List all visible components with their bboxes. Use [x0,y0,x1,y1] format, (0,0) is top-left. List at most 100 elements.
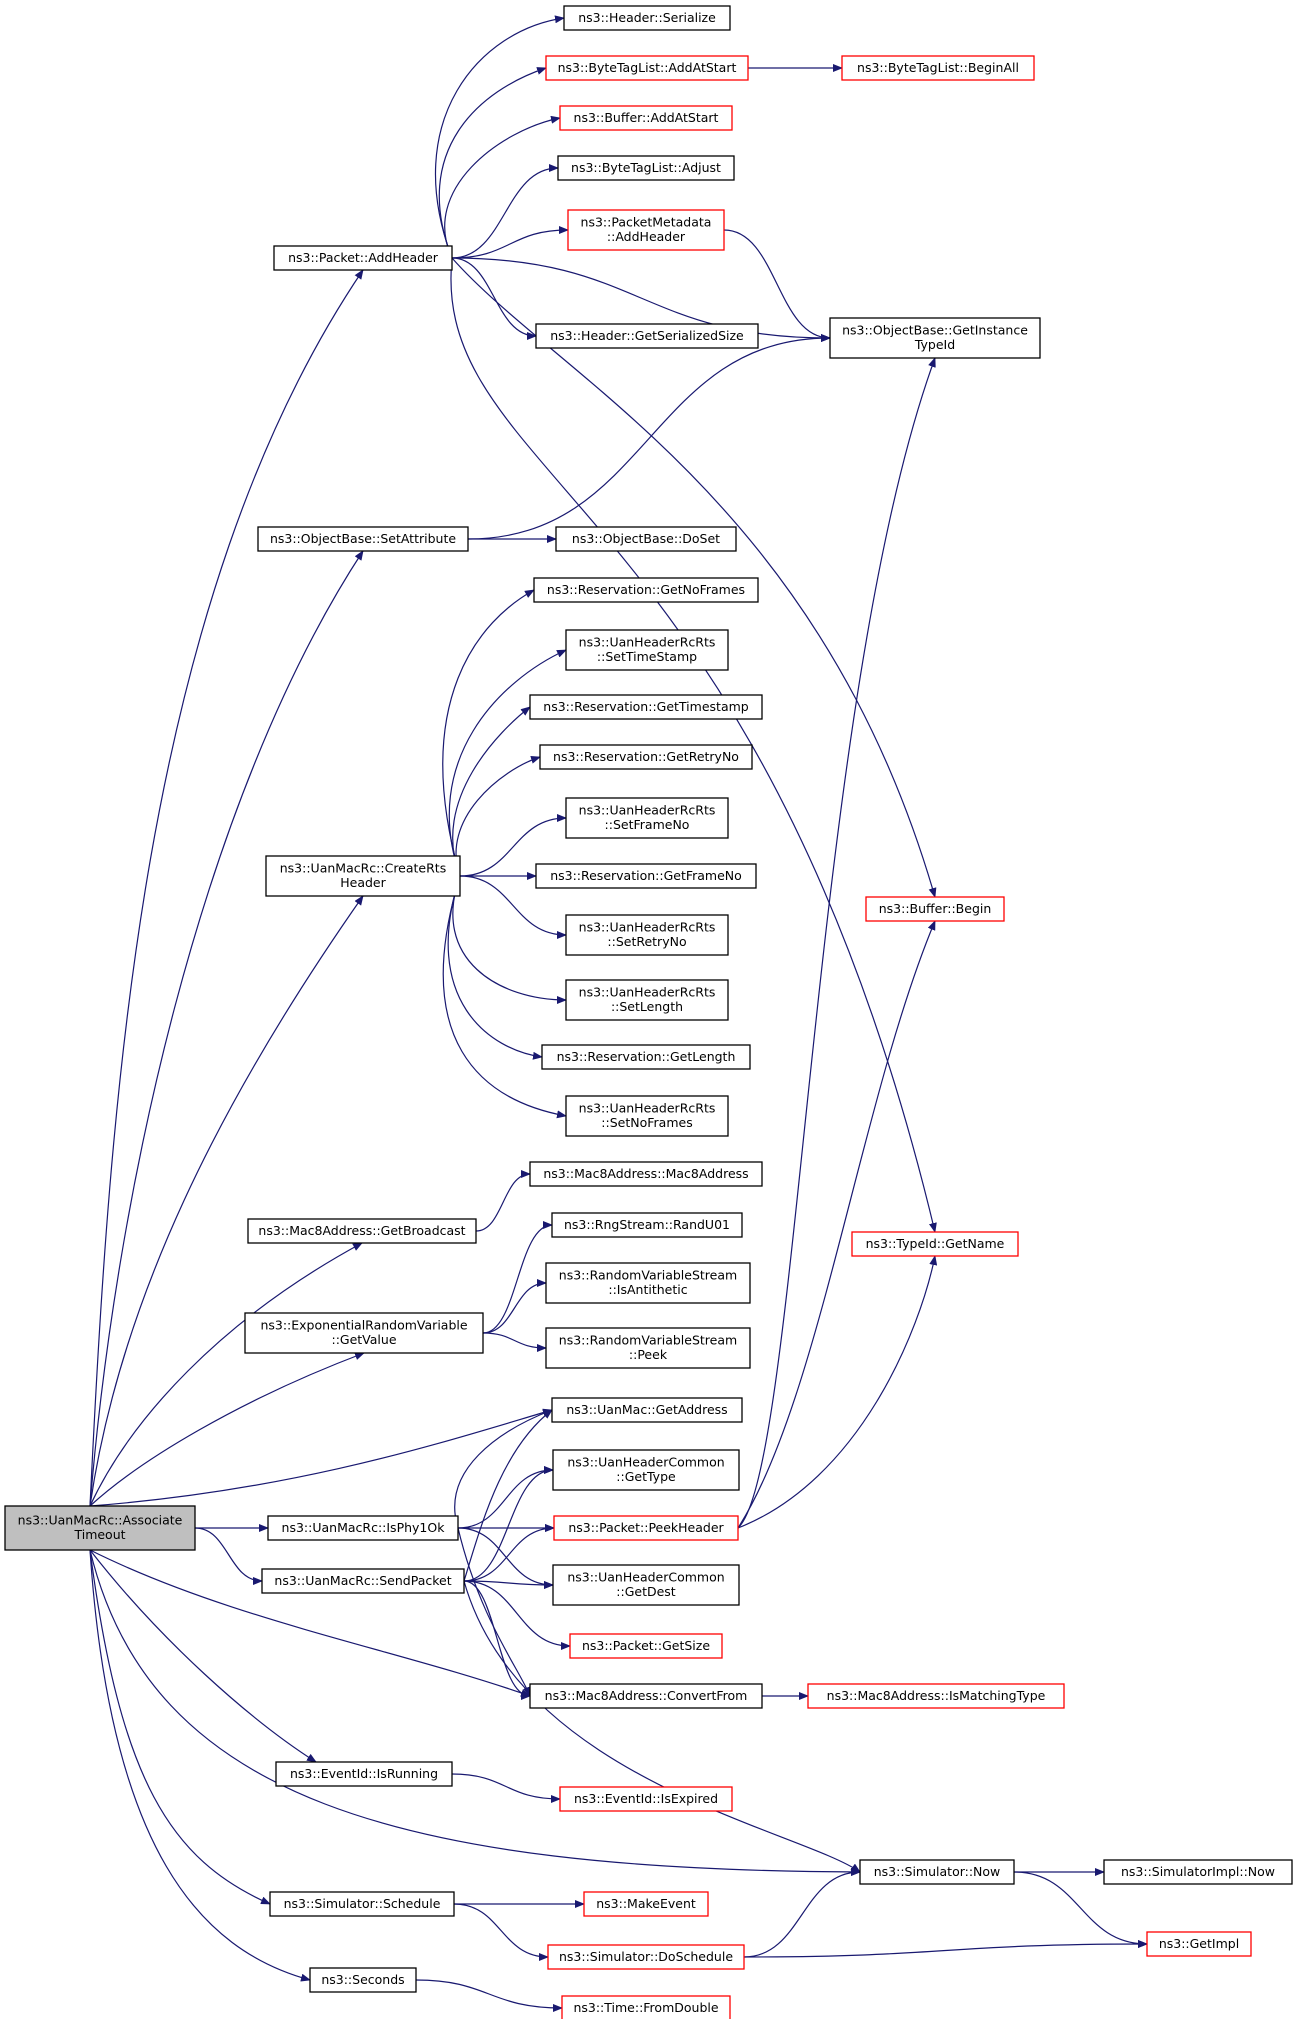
graph-node-tidGetName[interactable]: ns3::TypeId::GetName [851,1231,1019,1257]
node-box[interactable] [541,1044,751,1070]
node-box[interactable] [565,979,729,1021]
graph-node-bufAddAtStart[interactable]: ns3::Buffer::AddAtStart [559,105,733,131]
node-box[interactable] [529,694,763,720]
node-box[interactable] [4,1505,196,1551]
graph-node-uhSetRetryNo[interactable]: ns3::UanHeaderRcRts::SetRetryNo [565,914,729,956]
node-box[interactable] [529,1683,763,1709]
graph-node-hdrGetSerSize[interactable]: ns3::Header::GetSerializedSize [535,323,759,349]
node-box[interactable] [559,105,733,131]
graph-node-uhcGetType[interactable]: ns3::UanHeaderCommon::GetType [552,1449,740,1491]
node-box[interactable] [565,1095,729,1137]
node-box[interactable] [529,1161,763,1187]
graph-node-rngRandU01[interactable]: ns3::RngStream::RandU01 [551,1212,743,1238]
node-box[interactable] [553,1515,739,1541]
node-box[interactable] [561,1995,731,2019]
graph-node-evIsRunning[interactable]: ns3::EventId::IsRunning [275,1761,453,1787]
graph-node-simSchedule[interactable]: ns3::Simulator::Schedule [269,1891,455,1917]
node-box[interactable] [565,797,729,839]
graph-node-resGetFrameNo[interactable]: ns3::Reservation::GetFrameNo [535,863,757,889]
node-box[interactable] [565,629,729,671]
node-box[interactable] [551,1212,743,1238]
graph-node-getImpl[interactable]: ns3::GetImpl [1146,1931,1252,1957]
graph-node-simDoSchedule[interactable]: ns3::Simulator::DoSchedule [547,1944,745,1970]
node-box[interactable] [265,855,461,897]
graph-node-pktPeekHeader[interactable]: ns3::Packet::PeekHeader [553,1515,739,1541]
node-box[interactable] [275,1761,453,1787]
node-box[interactable] [545,1262,751,1304]
graph-node-uhcGetDest[interactable]: ns3::UanHeaderCommon::GetDest [552,1564,740,1606]
node-box[interactable] [545,55,749,81]
node-box[interactable] [267,1515,459,1541]
node-box[interactable] [257,526,469,552]
graph-node-pktGetSize[interactable]: ns3::Packet::GetSize [569,1633,723,1659]
node-box[interactable] [273,245,453,271]
graph-node-isPhy1Ok[interactable]: ns3::UanMacRc::IsPhy1Ok [267,1515,459,1541]
graph-node-simNow[interactable]: ns3::Simulator::Now [859,1859,1015,1885]
node-box[interactable] [565,914,729,956]
graph-node-m8ConvertFrom[interactable]: ns3::Mac8Address::ConvertFrom [529,1683,763,1709]
node-box[interactable] [829,317,1041,359]
node-box[interactable] [535,323,759,349]
node-box[interactable] [841,55,1035,81]
graph-node-uhSetLength[interactable]: ns3::UanHeaderRcRts::SetLength [565,979,729,1021]
graph-node-addHeader[interactable]: ns3::Packet::AddHeader [273,245,453,271]
node-box[interactable] [539,744,753,770]
graph-node-btlBeginAll[interactable]: ns3::ByteTagList::BeginAll [841,55,1035,81]
graph-node-uhSetTimeStamp[interactable]: ns3::UanHeaderRcRts::SetTimeStamp [565,629,729,671]
graph-node-resGetRetryNo[interactable]: ns3::Reservation::GetRetryNo [539,744,753,770]
node-box[interactable] [583,1891,709,1917]
node-box[interactable] [563,5,731,31]
node-box[interactable] [569,1633,723,1659]
node-box[interactable] [309,1967,417,1993]
graph-node-obDoSet[interactable]: ns3::ObjectBase::DoSet [555,526,737,552]
graph-node-seconds[interactable]: ns3::Seconds [309,1967,417,1993]
node-box[interactable] [552,1564,740,1606]
graph-node-uanGetAddr[interactable]: ns3::UanMac::GetAddress [551,1397,743,1423]
graph-node-m8IsMatching[interactable]: ns3::Mac8Address::IsMatchingType [807,1683,1065,1709]
node-box[interactable] [551,1397,743,1423]
node-box[interactable] [567,209,725,251]
graph-node-m8Ctor[interactable]: ns3::Mac8Address::Mac8Address [529,1161,763,1187]
graph-node-btlAddAtStart[interactable]: ns3::ByteTagList::AddAtStart [545,55,749,81]
graph-node-simImplNow[interactable]: ns3::SimulatorImpl::Now [1103,1859,1293,1885]
node-box[interactable] [244,1312,484,1354]
graph-node-m8GetBroadcast[interactable]: ns3::Mac8Address::GetBroadcast [247,1218,477,1244]
graph-node-resGetLength[interactable]: ns3::Reservation::GetLength [541,1044,751,1070]
node-box[interactable] [533,577,759,603]
node-box[interactable] [247,1218,477,1244]
graph-node-btlAdjust[interactable]: ns3::ByteTagList::Adjust [557,155,735,181]
graph-node-makeEvent[interactable]: ns3::MakeEvent [583,1891,709,1917]
graph-node-headerSerialize[interactable]: ns3::Header::Serialize [563,5,731,31]
graph-node-resGetNoFrames[interactable]: ns3::Reservation::GetNoFrames [533,577,759,603]
node-box[interactable] [859,1859,1015,1885]
graph-node-timeFromDouble[interactable]: ns3::Time::FromDouble [561,1995,731,2019]
node-box[interactable] [851,1231,1019,1257]
graph-node-uhSetNoFrames[interactable]: ns3::UanHeaderRcRts::SetNoFrames [565,1095,729,1137]
graph-node-evIsExpired[interactable]: ns3::EventId::IsExpired [559,1786,733,1812]
graph-node-expGetValue[interactable]: ns3::ExponentialRandomVariable::GetValue [244,1312,484,1354]
node-box[interactable] [535,863,757,889]
node-box[interactable] [1146,1931,1252,1957]
node-box[interactable] [552,1449,740,1491]
graph-node-rvsIsAnti[interactable]: ns3::RandomVariableStream::IsAntithetic [545,1262,751,1304]
node-box[interactable] [547,1944,745,1970]
graph-node-pmAddHeader[interactable]: ns3::PacketMetadata::AddHeader [567,209,725,251]
node-box[interactable] [269,1891,455,1917]
graph-node-resGetTimestamp[interactable]: ns3::Reservation::GetTimestamp [529,694,763,720]
node-box[interactable] [545,1327,751,1369]
node-box[interactable] [807,1683,1065,1709]
graph-node-bufBegin[interactable]: ns3::Buffer::Begin [865,896,1005,922]
graph-node-sendPacket[interactable]: ns3::UanMacRc::SendPacket [261,1568,465,1594]
graph-node-uhSetFrameNo[interactable]: ns3::UanHeaderRcRts::SetFrameNo [565,797,729,839]
node-box[interactable] [555,526,737,552]
graph-node-rvsPeek[interactable]: ns3::RandomVariableStream::Peek [545,1327,751,1369]
node-box[interactable] [1103,1859,1293,1885]
node-box[interactable] [261,1568,465,1594]
graph-node-obSetAttr[interactable]: ns3::ObjectBase::SetAttribute [257,526,469,552]
node-box[interactable] [557,155,735,181]
node-box[interactable] [559,1786,733,1812]
node-box[interactable] [865,896,1005,922]
